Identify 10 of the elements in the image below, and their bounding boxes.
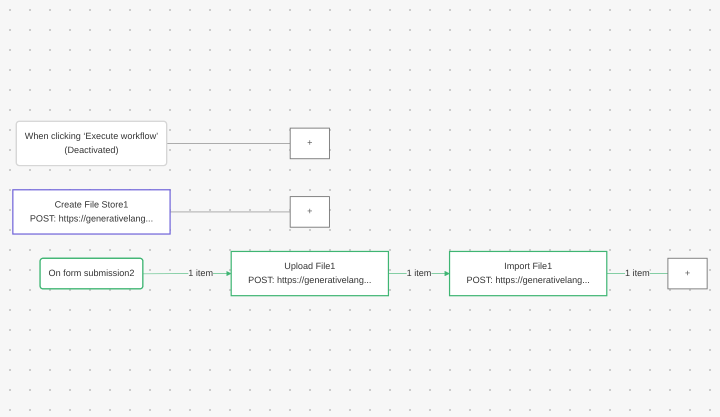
node-box: Import File1 POST: https://generativelang... xyxy=(448,250,608,296)
edge-label: 1 item xyxy=(406,268,432,278)
node-box: + xyxy=(667,258,708,290)
node-box: Create File Store1 POST: https://generativelang... xyxy=(12,189,171,235)
connector xyxy=(166,143,290,144)
node-box: Upload File1 POST: https://generativelang... xyxy=(230,250,390,296)
edge-label: 1 item xyxy=(188,268,214,278)
edge-label: 1 item xyxy=(624,268,650,278)
node-box: + xyxy=(290,196,330,228)
node-box: + xyxy=(290,128,330,160)
